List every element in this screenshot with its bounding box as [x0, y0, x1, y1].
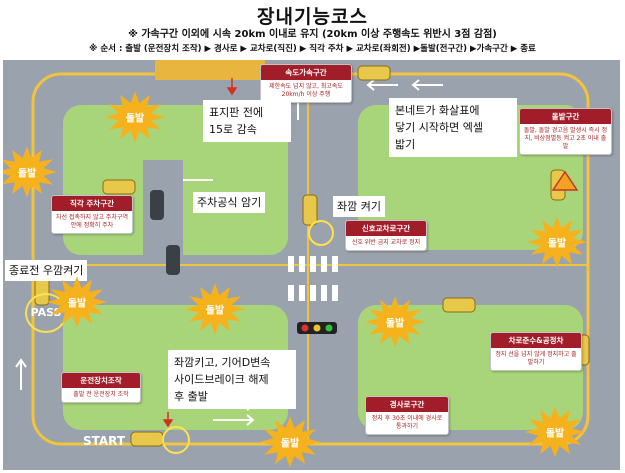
emergency-zone-panel: 돌발구간 돌발, 돌발 경고음 발생시 즉시 정지, 비상점멸등 켜고 2초 이… — [519, 108, 612, 156]
emergency-label: 돌발 — [547, 238, 567, 250]
start-ring — [162, 426, 190, 454]
control-zone-panel: 운전장치조작 출발 전 운전장치 조작 — [61, 372, 141, 404]
signal-zone-title: 신호교차로구간 — [346, 221, 426, 236]
lane-zone-panel: 차로준수&공정차 정지 선을 넘지 않게 정지하고 출발하기 — [490, 332, 582, 372]
crosswalk-south — [288, 285, 338, 301]
signal-zone-panel: 신호교차로구간 신호 위반 금지 교차로 정지 — [345, 220, 427, 252]
emergency-starburst: 돌발 — [3, 145, 59, 199]
header: 장내기능코스 ※ 가속구간 이외에 시속 20km 이내로 유지 (20km 이… — [0, 0, 625, 58]
speed-rule-note: ※ 가속구간 이외에 시속 20km 이내로 유지 (20km 이상 주행속도 … — [128, 29, 497, 40]
signal-zone-text: 신호 위반 금지 교차로 정지 — [351, 239, 421, 246]
accel-zone-panel: 속도가속구간 제한속도 넘지 않고, 최고속도 20km/h 이상 주행 — [260, 64, 352, 104]
emergency-label: 돌발 — [280, 438, 300, 450]
course-order: ※ 순서 : 출발 (운전장치 조작) ▶ 경사로 ▶ 교차로(직진) ▶ 직각… — [89, 44, 536, 54]
accelerate-note: 본네트가 화살표에 닿기 시작하면 엑셀 밟기 — [389, 98, 517, 158]
left-signal-note: 좌깜 켜기 — [333, 196, 385, 218]
emergency-label: 돌발 — [205, 305, 225, 317]
emergency-starburst: 돌발 — [523, 405, 587, 459]
crosswalk-north — [288, 256, 338, 272]
start-procedure-note: 좌깜키고, 기어D변속 사이드브레이크 해제 후 출발 — [168, 350, 296, 410]
control-zone-text: 출발 전 운전장치 조작 — [73, 391, 129, 398]
accel-zone-title: 속도가속구간 — [261, 65, 351, 80]
slow-down-note: 표지판 전에 15로 감속 — [203, 100, 291, 143]
emergency-starburst: 돌발 — [525, 215, 589, 269]
parking-formula-note: 주차공식 암기 — [193, 192, 266, 214]
note-pointer-arrows — [162, 78, 238, 428]
slope-zone-title: 경사로구간 — [366, 397, 448, 412]
emergency-starburst: 돌발 — [45, 275, 109, 329]
top-yellow-zone — [155, 60, 265, 80]
control-zone-title: 운전장치조작 — [62, 373, 140, 388]
slope-zone-text: 정지 후 30초 이내에 경사로 통과하기 — [371, 415, 443, 431]
warning-triangle — [551, 170, 579, 191]
parking-zone-title: 직각 주차구간 — [52, 196, 132, 211]
lane-zone-title: 차로준수&공정차 — [491, 333, 581, 348]
emergency-label: 돌발 — [125, 113, 145, 125]
right-signal-note: 종료전 우깜켜기 — [5, 260, 88, 282]
emergency-starburst: 돌발 — [103, 90, 167, 144]
dark-car-2 — [166, 245, 180, 275]
lane-zone-text: 정지 선을 넘지 않게 정지하고 출발하기 — [495, 351, 577, 367]
slope-zone-panel: 경사로구간 정지 후 30초 이내에 경사로 통과하기 — [365, 396, 449, 436]
emergency-label: 돌발 — [17, 168, 37, 180]
left-signal-ring — [308, 220, 334, 246]
emergency-label: 돌발 — [385, 318, 405, 330]
emergency-zone-title: 돌발구간 — [520, 109, 611, 124]
emergency-starburst: 돌발 — [258, 415, 322, 469]
parking-zone-panel: 직각 주차구간 차선 접촉하지 않고 주차구역 안에 정확히 주차 — [51, 195, 133, 235]
emergency-starburst: 돌발 — [363, 295, 427, 349]
page-title: 장내기능코스 — [257, 6, 368, 28]
emergency-label: 돌발 — [67, 298, 87, 310]
start-marker: START — [83, 434, 126, 448]
emergency-label: 돌발 — [545, 428, 565, 440]
parking-zone-text: 차선 접촉하지 않고 주차구역 안에 정확히 주차 — [56, 214, 128, 230]
course-map-drawing — [3, 60, 620, 470]
course-map: 속도가속구간 제한속도 넘지 않고, 최고속도 20km/h 이상 주행 돌발구… — [3, 60, 620, 470]
emergency-zone-text: 돌발, 돌발 경고음 발생시 즉시 정지, 비상점멸등 켜고 2초 이내 출발 — [523, 127, 608, 151]
dark-car — [150, 190, 164, 220]
accel-zone-text: 제한속도 넘지 않고, 최고속도 20km/h 이상 주행 — [269, 83, 343, 99]
emergency-starburst: 돌발 — [183, 282, 247, 336]
